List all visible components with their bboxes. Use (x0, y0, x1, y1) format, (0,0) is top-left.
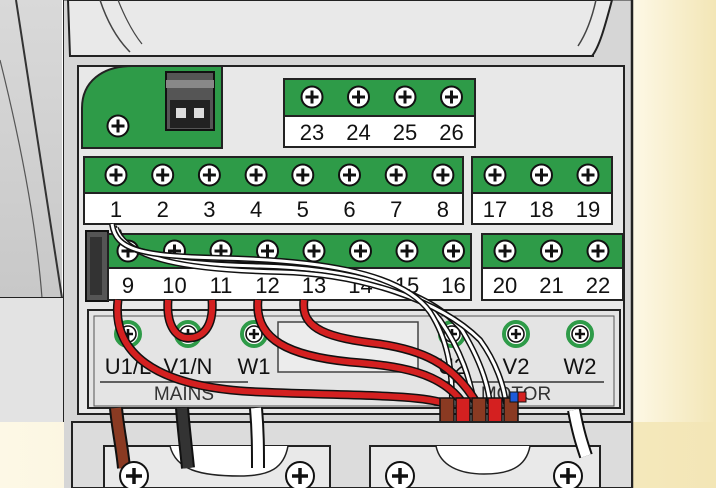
power-screw-icon[interactable] (502, 320, 530, 348)
screw-icon[interactable] (104, 163, 128, 187)
terminal-label: 22 (586, 273, 610, 298)
screw-icon[interactable] (393, 85, 417, 109)
terminal-block-1-8 (83, 156, 464, 225)
power-screw-icon[interactable] (566, 320, 594, 348)
screw-icon[interactable] (493, 239, 517, 263)
terminal-label: 19 (576, 197, 600, 222)
screw-icon (552, 460, 584, 488)
terminal-label: 25 (393, 120, 417, 145)
terminal-label: 9 (122, 273, 134, 298)
terminal-label: 12 (255, 273, 279, 298)
red-wires (112, 299, 480, 409)
terminal-row-top: 23 24 25 26 (300, 85, 464, 145)
screw-icon[interactable] (302, 239, 326, 263)
terminal-row-17-19: 17 18 19 (483, 163, 600, 222)
motor-terminal-label: W2 (564, 354, 597, 379)
terminal-label: 5 (297, 197, 309, 222)
terminal-label: 4 (250, 197, 262, 222)
housing-left-wall (0, 0, 62, 298)
terminal-label: 6 (343, 197, 355, 222)
terminal-row-20-22: 20 21 22 (493, 239, 610, 298)
terminal-label: 18 (529, 197, 553, 222)
screw-icon[interactable] (197, 163, 222, 187)
control-cable (109, 223, 509, 405)
screw-icon[interactable] (586, 239, 610, 263)
jumper-plug-icon (165, 71, 215, 131)
screw-icon (118, 460, 150, 488)
terminal-label: 7 (390, 197, 402, 222)
motor-terminal-label: V2 (503, 354, 530, 379)
screw-icon[interactable] (483, 163, 507, 187)
terminal-label: 20 (493, 273, 517, 298)
screw-icon[interactable] (441, 239, 466, 263)
terminal-label: 1 (110, 197, 122, 222)
screw-icon[interactable] (348, 239, 373, 263)
screw-icon[interactable] (150, 163, 175, 187)
top-hood (66, 0, 614, 57)
ground-screw-icon (106, 114, 130, 138)
terminal-label: 21 (539, 273, 563, 298)
screw-icon[interactable] (384, 163, 409, 187)
screw-icon[interactable] (395, 239, 419, 263)
terminal-row-1-8: 1 2 3 4 5 6 7 8 (104, 163, 455, 222)
terminal-label: 3 (203, 197, 215, 222)
mains-terminal-label: W1 (238, 354, 271, 379)
terminal-label: 23 (300, 120, 324, 145)
screw-icon[interactable] (290, 163, 315, 187)
screw-icon (284, 460, 316, 488)
screw-icon[interactable] (576, 163, 600, 187)
housing-left-lower (0, 298, 64, 422)
terminal-label: 26 (439, 120, 463, 145)
screw-icon[interactable] (529, 163, 554, 187)
terminal-label: 10 (162, 273, 186, 298)
screw-icon (384, 460, 416, 488)
terminal-label: 16 (441, 273, 465, 298)
screw-icon[interactable] (346, 85, 371, 109)
screw-icon[interactable] (430, 163, 455, 187)
screw-icon[interactable] (300, 85, 324, 109)
screw-icon[interactable] (244, 163, 269, 187)
terminal-label: 24 (346, 120, 370, 145)
screw-icon[interactable] (439, 85, 464, 109)
terminal-label: 17 (483, 197, 507, 222)
cream-backdrop (632, 0, 716, 488)
terminal-label: 8 (437, 197, 449, 222)
screw-icon[interactable] (539, 239, 564, 263)
terminal-label: 2 (157, 197, 169, 222)
screw-icon[interactable] (337, 163, 362, 187)
terminal-label: 11 (210, 273, 233, 298)
